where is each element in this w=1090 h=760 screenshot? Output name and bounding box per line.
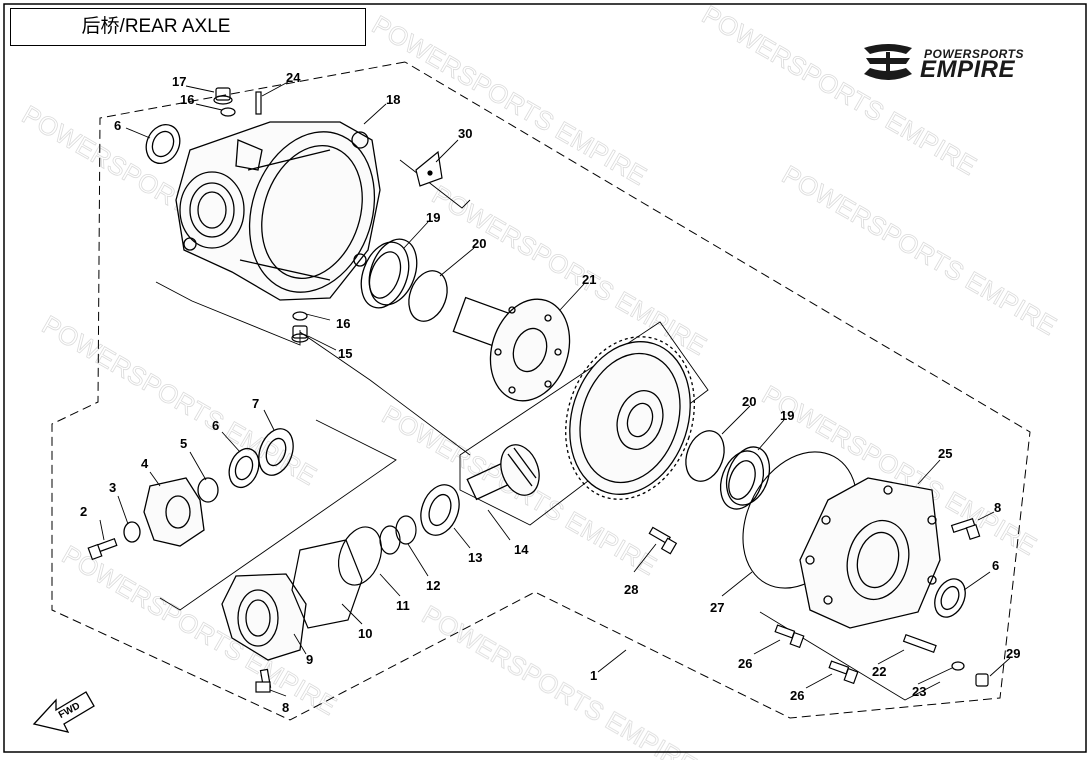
callout-24: 24 [286,70,301,85]
watermark-text: POWERSPORTS EMPIRE [367,9,652,191]
o-ring [337,526,383,586]
callout-11: 11 [396,598,410,613]
callout-20-upper: 20 [472,236,486,251]
watermark-text: POWERSPORTS EMPIRE [697,0,982,181]
callout-19-lower: 19 [780,408,794,423]
callout-2: 2 [80,504,87,519]
callout-26-upper: 26 [738,656,752,671]
callout-6-right: 6 [992,558,999,573]
fwd-arrow-icon: FWD [32,691,95,733]
bearing-upper [360,238,418,309]
callout-6-top: 6 [114,118,121,133]
callout-20-lower: 20 [742,394,756,409]
callout-27: 27 [710,600,724,615]
ring-gear [565,336,695,500]
callout-7: 7 [252,396,259,411]
callout-5: 5 [180,436,187,451]
callout-19-upper: 19 [426,210,440,225]
callout-3: 3 [109,480,116,495]
drain-plug [291,311,309,343]
callout-1: 1 [590,668,597,683]
callout-29: 29 [1006,646,1020,661]
callout-25: 25 [938,446,952,461]
callout-labels: 1 2 3 4 5 6 6 6 7 8 8 9 10 11 12 13 14 1… [80,70,1020,715]
differential-case [452,296,571,402]
callout-10: 10 [358,626,372,641]
callout-16-top: 16 [180,92,194,107]
callout-30: 30 [458,126,472,141]
brand-logo: POWERSPORTS EMPIRE [860,42,1060,84]
bolts [87,517,989,693]
pinion-bearing [420,484,460,536]
title-box: 后桥/REAR AXLE [10,8,366,46]
watermark-text: POWERSPORTS EMPIRE [417,599,702,760]
leader-lines [99,81,1011,697]
watermark-text: POWERSPORTS EMPIRE [777,159,1062,341]
callout-18: 18 [386,92,400,107]
callout-23: 23 [912,684,926,699]
pinion-gear [466,444,540,501]
sheet-border [3,3,1087,753]
callout-14: 14 [514,542,529,557]
callout-8-right: 8 [994,500,1001,515]
brand-tagline: POWERSPORTS [924,47,1024,61]
gasket [291,539,363,629]
axle-cover [799,477,941,629]
callout-22: 22 [872,664,886,679]
brand-name: EMPIRE [920,56,1016,83]
oil-seal [145,124,181,164]
filler-plug [213,87,236,117]
callout-26-lower: 26 [790,688,804,703]
oil-seal-right [934,578,966,618]
callout-12: 12 [426,578,440,593]
callout-21: 21 [582,272,596,287]
callout-9: 9 [306,652,313,667]
callout-16-bottom: 16 [336,316,350,331]
shim-ring-lower [685,430,725,482]
callout-4: 4 [141,456,149,471]
callout-8-bottom: 8 [282,700,289,715]
empire-emblem-icon [864,44,912,80]
callout-17: 17 [172,74,186,89]
callout-6-mid: 6 [212,418,219,433]
callout-28: 28 [624,582,638,597]
shim-ring-upper [408,270,448,322]
callout-13: 13 [468,550,482,565]
output-flange [123,428,294,547]
callout-15: 15 [338,346,352,361]
axle-housing [175,121,381,301]
pinion-housing [221,573,307,661]
shim-plate [415,150,443,187]
bearing-lower [719,446,771,510]
dowel-pin [255,91,262,115]
assembly-outline [51,61,1031,721]
diagram-title: 后桥/REAR AXLE [81,16,231,37]
pinion-shims [379,515,417,555]
